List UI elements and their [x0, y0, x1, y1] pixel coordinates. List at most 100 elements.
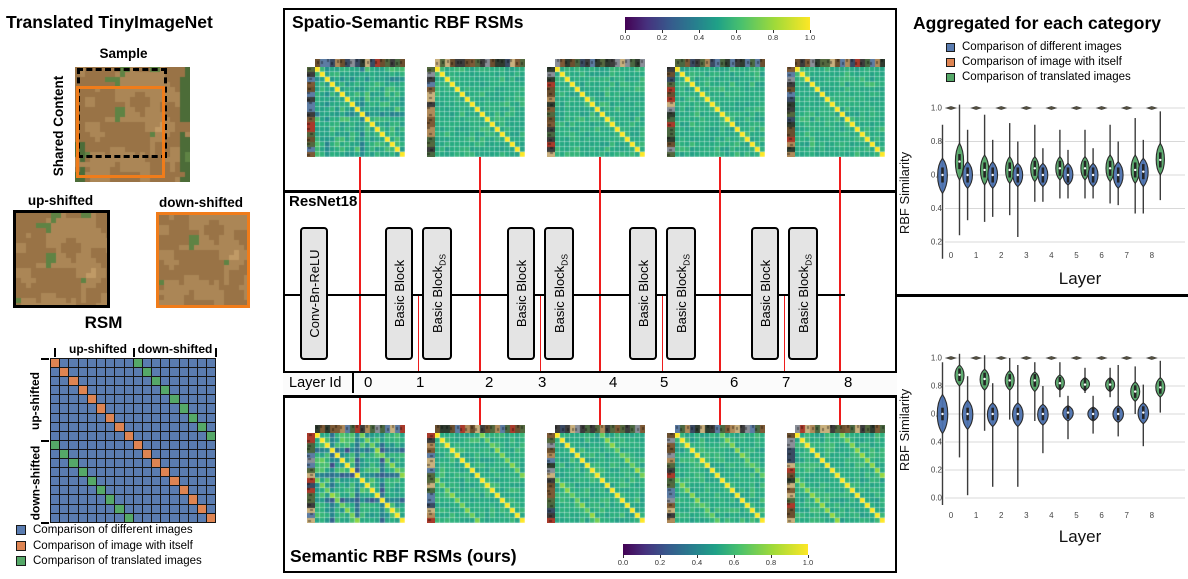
spatio-semantic-rsm-heatmap	[675, 67, 765, 157]
rsm-cell	[87, 513, 96, 522]
rsm-cell	[115, 404, 124, 413]
middle-divider-line	[283, 190, 897, 193]
rsm-cell	[142, 404, 152, 413]
violin-median-dot	[1058, 382, 1062, 385]
rsm-cell	[179, 431, 188, 440]
rsm-cell	[115, 449, 124, 459]
rsm-cell	[170, 413, 179, 422]
rsm-cell	[170, 459, 179, 468]
semantic-title: Semantic RBF RSMs (ours)	[290, 546, 517, 566]
violin-median-dot	[1008, 379, 1011, 382]
rsm-schematic-matrix	[50, 358, 217, 523]
shared-content-outline	[76, 86, 165, 178]
layer-id-number: 4	[609, 374, 618, 391]
rsm-cell	[115, 422, 124, 431]
colorbar-tick-mark	[773, 30, 774, 33]
rsm-cell	[152, 440, 161, 449]
violin-median-dot	[1033, 379, 1036, 382]
rsm-cell	[179, 504, 188, 513]
rsm-cell	[87, 359, 96, 368]
violin-median-dot	[1058, 167, 1062, 170]
rsm-cell	[115, 368, 124, 377]
violin-median-dot	[1033, 167, 1036, 170]
rsm-cell	[51, 368, 60, 377]
rsm-cell	[96, 449, 106, 459]
basic-block-label: Basic Block	[513, 259, 529, 328]
heatmap-connector-line	[599, 157, 601, 425]
heatmap-thumbnail-strip-left	[787, 433, 795, 523]
rsm-cell	[207, 504, 216, 513]
rsm-cell	[124, 504, 133, 513]
rsm-cell	[87, 449, 96, 459]
rsm-cell	[198, 368, 207, 377]
rsm-cell	[198, 513, 207, 522]
rsm-cell	[179, 513, 188, 522]
rsm-cell	[115, 468, 124, 477]
rsm-cell	[106, 495, 115, 504]
y-tick-label: 0.8	[931, 382, 943, 391]
rsm-cell	[115, 395, 124, 404]
rsm-cell	[142, 422, 152, 431]
layer-id-label: Layer Id	[289, 375, 342, 391]
rsm-cell	[87, 440, 96, 449]
block-connector-line	[783, 296, 786, 371]
colorbar-tick-label: 0.0	[617, 558, 629, 567]
rsm-cell	[161, 413, 170, 422]
rsm-cell	[188, 486, 197, 495]
x-tick-label: 1	[974, 251, 979, 260]
rsm-cell	[198, 431, 207, 440]
rsm-left-tick	[41, 522, 49, 524]
rsm-cell	[207, 422, 216, 431]
rsm-legend-swatch	[16, 540, 26, 551]
violin-median-dot	[1117, 412, 1120, 416]
rsm-cell	[78, 404, 87, 413]
heatmap-thumbnail-strip-left	[427, 433, 435, 523]
rsm-cell	[198, 413, 207, 422]
rsm-row-label: up-shifted	[28, 362, 42, 440]
rsm-cell	[87, 504, 96, 513]
rsm-cell	[106, 468, 115, 477]
rsm-cell	[161, 386, 170, 395]
rsm-cell	[152, 486, 161, 495]
rsm-cell	[60, 459, 69, 468]
rsm-cell	[198, 359, 207, 368]
rsm-cell	[124, 477, 133, 486]
rsm-cell	[207, 477, 216, 486]
violin-median-dot	[1083, 167, 1087, 170]
rsm-cell	[78, 459, 87, 468]
rsm-cell	[60, 504, 69, 513]
rsm-cell	[96, 359, 106, 368]
rsm-cell	[179, 359, 188, 368]
rsm-cell	[60, 440, 69, 449]
rsm-cell	[87, 413, 96, 422]
rsm-cell	[152, 513, 161, 522]
up-shifted-image	[13, 210, 110, 308]
rsm-cell	[161, 377, 170, 386]
heatmap-connector-line	[479, 157, 481, 425]
rsm-cell	[198, 468, 207, 477]
y-tick-label: 1.0	[931, 354, 943, 363]
rsm-cell	[124, 377, 133, 386]
rsm-cell	[69, 359, 78, 368]
colorbar-tick-label: 1.0	[802, 558, 814, 567]
rsm-cell	[78, 377, 87, 386]
rsm-cell	[51, 413, 60, 422]
rsm-cell	[69, 468, 78, 477]
rsm-cell	[51, 377, 60, 386]
violin-median-dot	[1159, 158, 1162, 162]
rsm-cell	[179, 468, 188, 477]
violin-median-dot	[1083, 383, 1087, 386]
rsm-cell	[133, 440, 142, 449]
rsm-cell	[115, 440, 124, 449]
rsm-cell	[152, 368, 161, 377]
rsm-cell	[207, 368, 216, 377]
rsm-cell	[170, 486, 179, 495]
rsm-cell	[96, 495, 106, 504]
rsm-cell	[96, 404, 106, 413]
rsm-cell	[188, 431, 197, 440]
rsm-cell	[198, 386, 207, 395]
rsm-cell	[179, 422, 188, 431]
heatmap-thumbnail-strip-top	[315, 425, 405, 433]
rsm-cell	[198, 495, 207, 504]
